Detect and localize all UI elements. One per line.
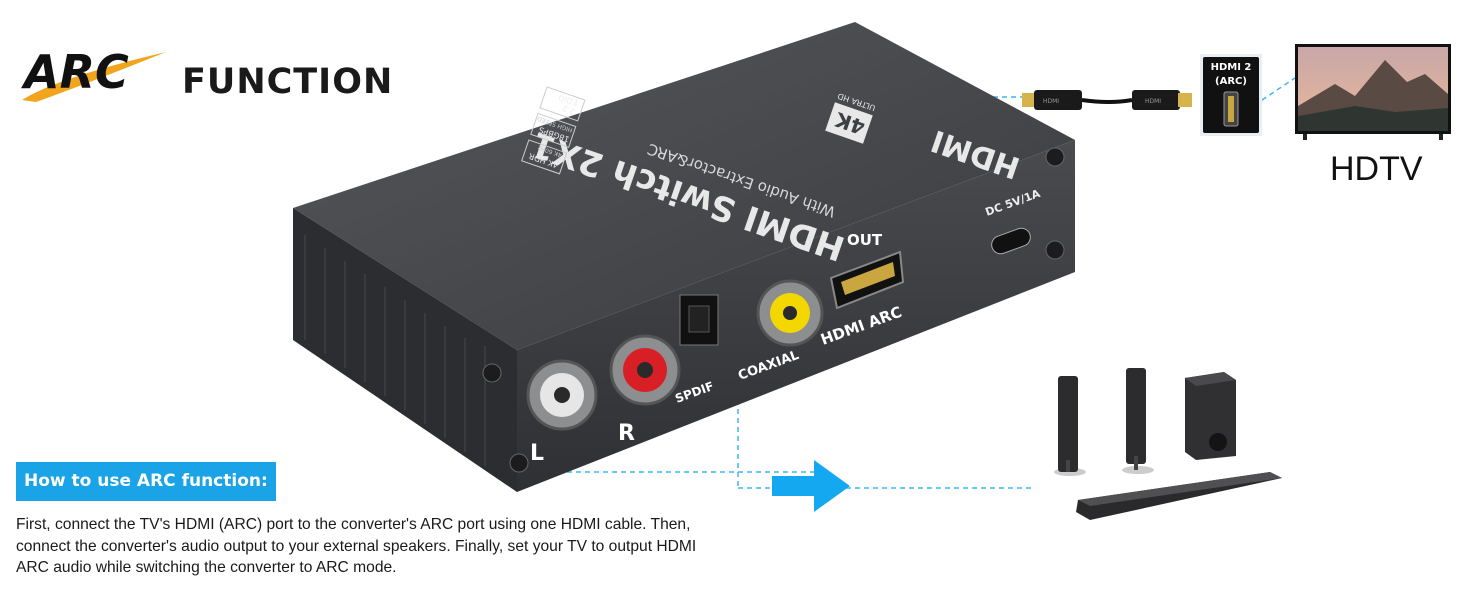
tv-port-label-2: (ARC) [1215,76,1247,87]
logo-function-text: FUNCTION [182,62,394,102]
external-speakers-image [1054,368,1282,520]
howto-badge: How to use ARC function: [16,462,276,501]
cable-connector-text-2: HDMI [1145,98,1161,105]
port-l-label: L [530,441,544,466]
arrow-right-icon [772,460,850,512]
arc-logo: ARC [21,45,166,102]
cable-connector-text: HDMI [1043,98,1059,105]
hdtv-image [1295,44,1451,140]
tv-label: HDTV [1330,150,1423,188]
spec-edid: EDID [557,93,579,108]
tv-port-label-1: HDMI 2 [1211,62,1252,73]
hdmi-cable: HDMI HDMI [1022,90,1192,110]
howto-description: First, connect the TV's HDMI (ARC) port … [16,516,697,576]
logo-arc-text: ARC [21,45,129,99]
spec-2-2: 2.2 [561,103,576,116]
hdmi-switch-device: HDMI Switch 2X1 With Audio Extractor&ARC… [293,22,1075,492]
port-r-label: R [618,421,635,446]
tv-hdmi-arc-port: HDMI 2 (ARC) [1200,54,1262,136]
port-out-label: OUT [847,231,883,249]
